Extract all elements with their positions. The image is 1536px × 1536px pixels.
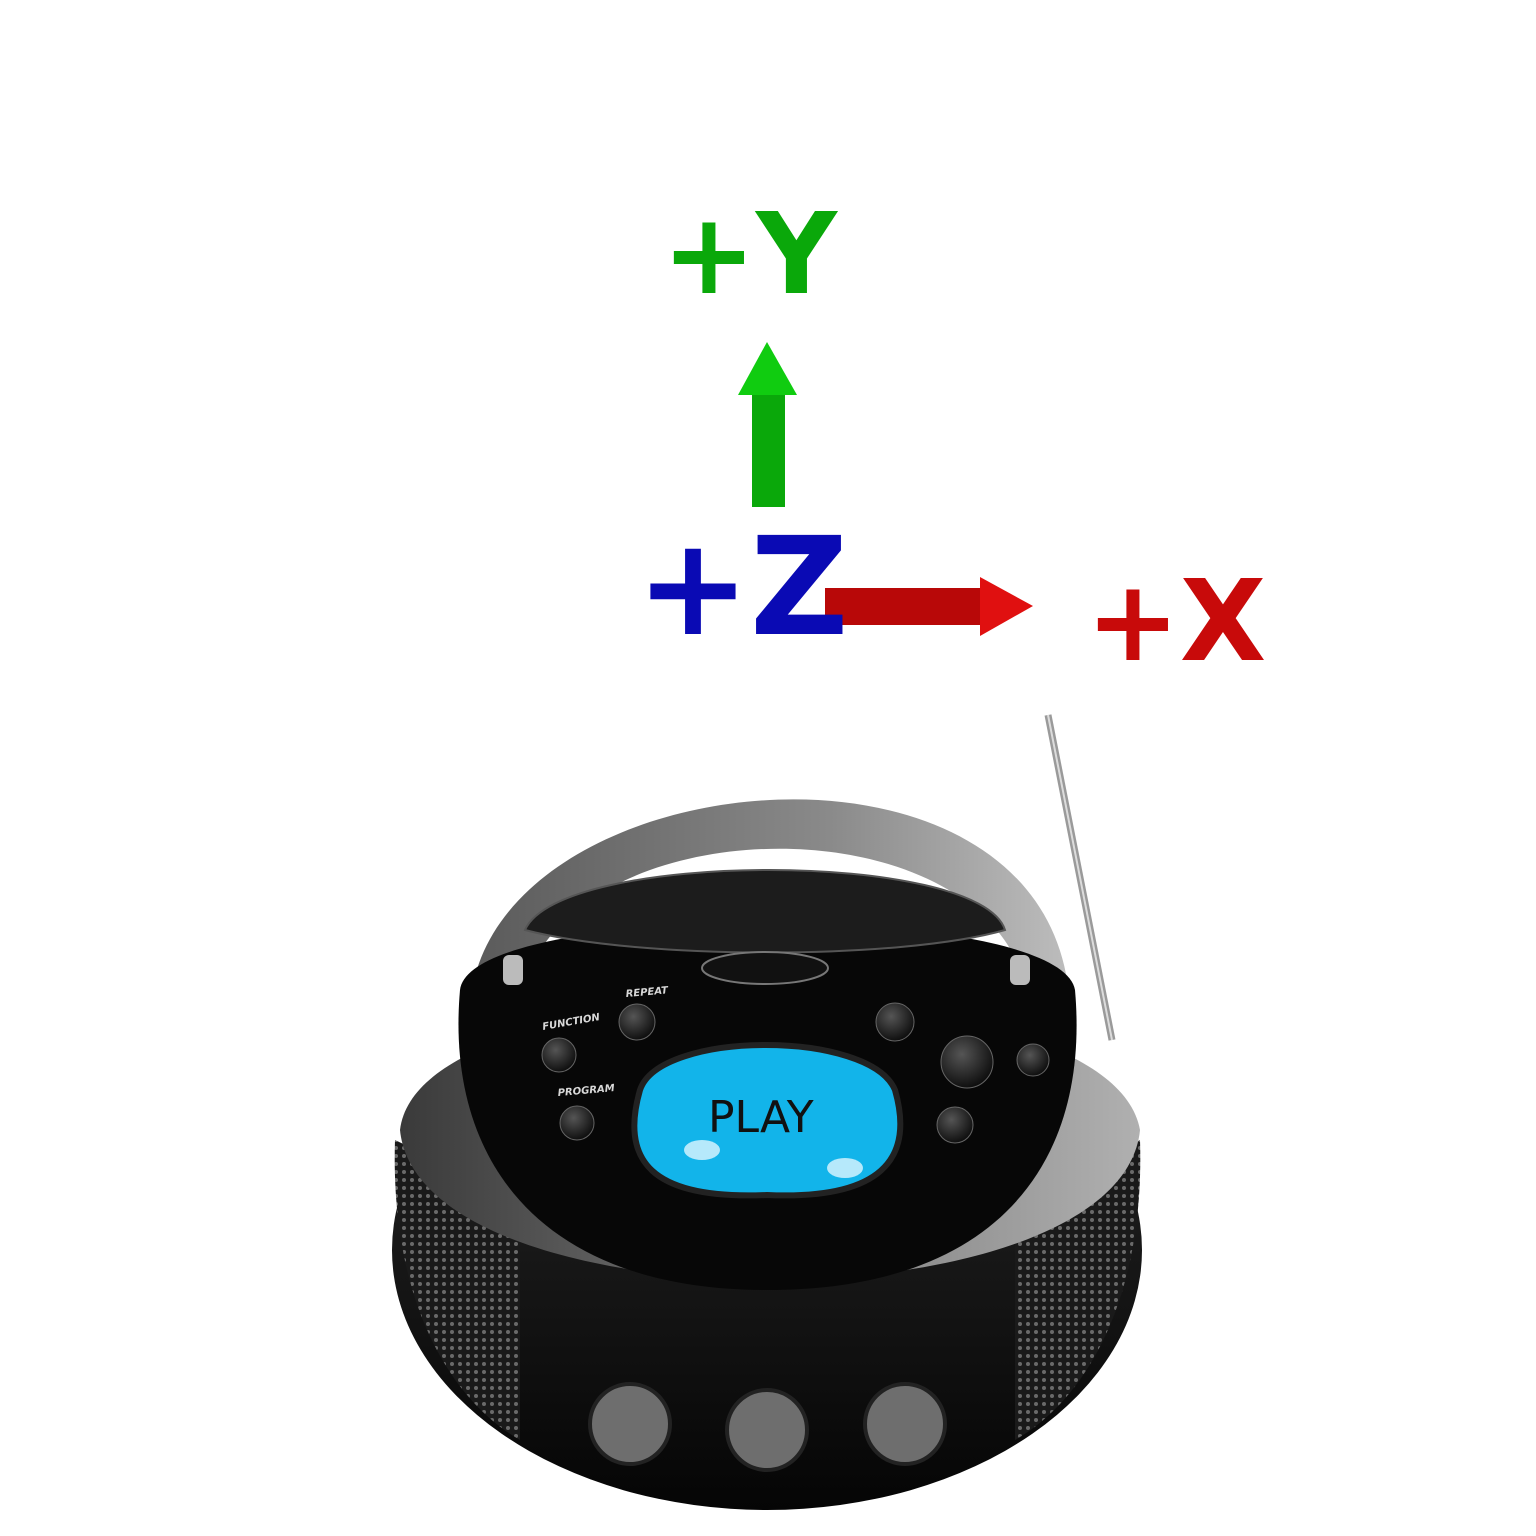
y-axis: +Y bbox=[662, 190, 839, 507]
cd-lid bbox=[523, 869, 1007, 954]
y-arrow-shaft bbox=[752, 395, 785, 507]
y-arrow-head bbox=[738, 342, 797, 395]
front-button-left[interactable] bbox=[588, 1382, 672, 1466]
display-glare bbox=[827, 1158, 863, 1178]
right-button-top[interactable] bbox=[875, 1002, 915, 1042]
x-arrow-head bbox=[980, 577, 1033, 636]
program-button[interactable] bbox=[559, 1105, 595, 1141]
front-button-center[interactable] bbox=[725, 1388, 809, 1472]
antenna-highlight bbox=[1047, 714, 1113, 1041]
right-button-side[interactable] bbox=[1016, 1043, 1050, 1077]
right-button-bottom[interactable] bbox=[936, 1106, 974, 1144]
display-glare bbox=[684, 1140, 720, 1160]
x-axis: +X bbox=[825, 557, 1266, 687]
program-label: PROGRAM bbox=[557, 1083, 615, 1099]
x-axis-label: +X bbox=[1086, 557, 1266, 687]
lid-open-button[interactable] bbox=[701, 951, 829, 985]
function-button[interactable] bbox=[541, 1037, 577, 1073]
z-axis: +Z bbox=[636, 509, 849, 667]
y-axis-label: +Y bbox=[662, 190, 839, 320]
repeat-label: REPEAT bbox=[625, 985, 669, 1000]
right-knob[interactable] bbox=[1010, 955, 1030, 985]
display-text: PLAY bbox=[708, 1092, 814, 1143]
handle bbox=[470, 799, 1070, 1010]
z-axis-label: +Z bbox=[636, 509, 849, 667]
left-knob[interactable] bbox=[503, 955, 523, 985]
front-button-right[interactable] bbox=[863, 1382, 947, 1466]
repeat-button[interactable] bbox=[618, 1003, 656, 1041]
boombox: PLAY FUNCTION REPEAT PROGRAM bbox=[392, 714, 1142, 1510]
play-pause-button[interactable] bbox=[940, 1035, 994, 1089]
x-arrow-shaft bbox=[825, 588, 983, 625]
